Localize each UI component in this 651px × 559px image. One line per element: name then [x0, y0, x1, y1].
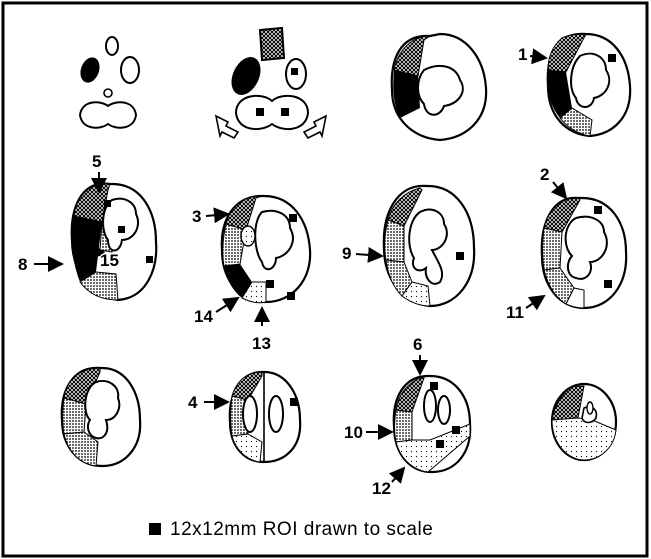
- label-8: 8: [18, 255, 27, 274]
- legend-text: 12x12mm ROI drawn to scale: [170, 519, 433, 540]
- roi-marker: [289, 214, 297, 222]
- roi-marker: [456, 252, 464, 260]
- legend: 12x12mm ROI drawn to scale: [149, 519, 433, 540]
- roi-marker: [608, 54, 616, 62]
- label-11: 11: [506, 303, 524, 322]
- roi-marker: [290, 398, 298, 406]
- label-14: 14: [194, 307, 213, 326]
- slice-row3-col1: [62, 368, 140, 466]
- label-15: 15: [100, 251, 119, 270]
- label-10: 10: [344, 423, 363, 442]
- label-12: 12: [372, 479, 391, 498]
- slice-row3-col4: [552, 384, 616, 460]
- label-2: 2: [540, 165, 549, 184]
- slice-row1-col3: [392, 34, 486, 140]
- roi-marker: [430, 382, 438, 390]
- roi-legend-symbol: [149, 523, 161, 535]
- roi-marker: [146, 256, 153, 263]
- roi-marker: [104, 200, 111, 207]
- label-4: 4: [188, 393, 198, 412]
- roi-marker: [281, 108, 289, 116]
- roi-marker: [291, 68, 298, 75]
- label-3: 3: [192, 207, 201, 226]
- roi-marker: [287, 292, 295, 300]
- roi-marker: [594, 206, 602, 214]
- label-5: 5: [92, 152, 101, 171]
- roi-marker: [604, 280, 612, 288]
- roi-marker: [436, 440, 444, 448]
- roi-marker: [452, 426, 460, 434]
- roi-marker: [266, 280, 274, 288]
- roi-marker: [118, 226, 125, 233]
- label-13: 13: [252, 334, 271, 353]
- label-6: 6: [413, 335, 422, 354]
- label-9: 9: [342, 244, 351, 263]
- roi-marker: [256, 108, 264, 116]
- label-1: 1: [518, 45, 527, 64]
